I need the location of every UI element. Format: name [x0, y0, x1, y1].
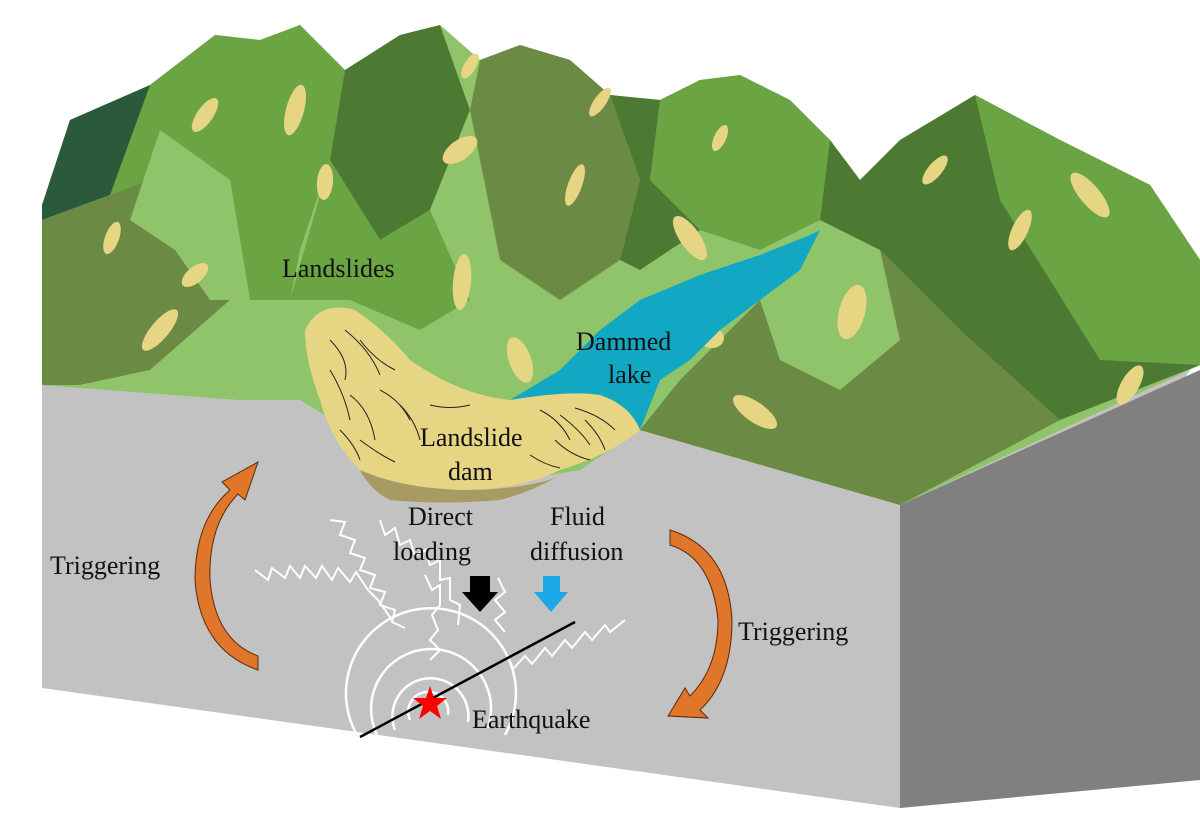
seismic-wave — [254, 564, 393, 621]
wave-ring-inner — [391, 677, 470, 731]
seismic-wave — [424, 574, 442, 661]
landslide-dam — [305, 307, 640, 503]
mountain-center — [215, 25, 345, 300]
wave-ring-outer — [344, 606, 518, 741]
seismic-wave — [511, 619, 626, 671]
label-direct-loading-line2: loading — [393, 537, 471, 566]
landslide-scar — [837, 284, 867, 340]
landslide-scar — [442, 135, 478, 165]
landslide-scar — [452, 254, 472, 310]
label-direct-loading-line1: Direct — [408, 502, 474, 531]
mountain-front-left — [42, 300, 350, 430]
landslide-scar — [316, 164, 334, 200]
seismic-waves — [254, 519, 626, 671]
mountain-right-peak-1 — [650, 75, 830, 250]
landslide-scar — [141, 309, 179, 351]
landslide-dam-body — [305, 307, 640, 490]
triggering-arrow-right-icon — [667, 529, 733, 719]
triggering-arrow-left-icon — [194, 460, 259, 671]
triggering-arrow-left — [194, 460, 259, 671]
label-fluid-diffusion-line1: Fluid — [550, 502, 605, 531]
labels: Landslides Dammed lake Landslide dam Dir… — [50, 254, 848, 734]
landslide-dam-base — [360, 470, 555, 503]
landslide-scar — [711, 125, 729, 151]
fluid-diffusion-arrow-icon — [534, 576, 568, 612]
landslide-scar — [103, 221, 121, 255]
mountain-mid-right-light — [430, 25, 500, 300]
mountain-center-dark — [330, 25, 470, 240]
seismic-wave — [329, 519, 406, 629]
landslide-scars — [103, 53, 1144, 430]
landslide-scar — [1116, 365, 1144, 405]
dammed-lake — [510, 230, 820, 430]
mountain-center-slope — [290, 160, 470, 330]
label-landslide-dam-line2: dam — [448, 457, 493, 486]
landslide-scar — [181, 263, 209, 287]
ground-side-face — [900, 370, 1200, 808]
landslide-scar — [565, 164, 585, 206]
landslide-scar — [1008, 209, 1032, 251]
epicenter-star-icon — [413, 686, 447, 719]
mountain-far-right-light — [975, 95, 1200, 365]
seismic-wave — [379, 519, 462, 626]
landslide-scar — [191, 97, 219, 133]
mountain-left-dark — [42, 85, 160, 220]
landslide-scar — [672, 215, 708, 261]
landslide-scar — [922, 155, 948, 185]
wave-ring-middle — [369, 647, 493, 736]
label-landslide-dam-line1: Landslide — [420, 423, 523, 452]
landslide-scar — [732, 394, 778, 430]
mountain-center-left — [130, 130, 250, 300]
landslide-scar — [589, 87, 611, 117]
label-triggering-left: Triggering — [50, 551, 160, 580]
label-landslides: Landslides — [282, 254, 395, 283]
label-fluid-diffusion-line2: diffusion — [530, 537, 623, 566]
triggering-arrow-right — [667, 529, 733, 719]
fault-line — [359, 620, 576, 739]
mountain-left-mid — [110, 35, 255, 195]
label-dammed-lake-line1: Dammed — [576, 327, 671, 356]
landslide-scar — [506, 337, 534, 383]
landslide-dam-texture — [329, 329, 616, 469]
landslide-scar — [461, 53, 479, 79]
direct-loading-arrow-icon — [462, 576, 498, 612]
label-triggering-right: Triggering — [738, 617, 848, 646]
landslide-scar — [1070, 172, 1110, 218]
label-dammed-lake-line2: lake — [608, 360, 651, 389]
label-earthquake: Earthquake — [472, 705, 590, 734]
landslide-scar — [284, 84, 306, 136]
seismic-wave — [493, 577, 507, 633]
